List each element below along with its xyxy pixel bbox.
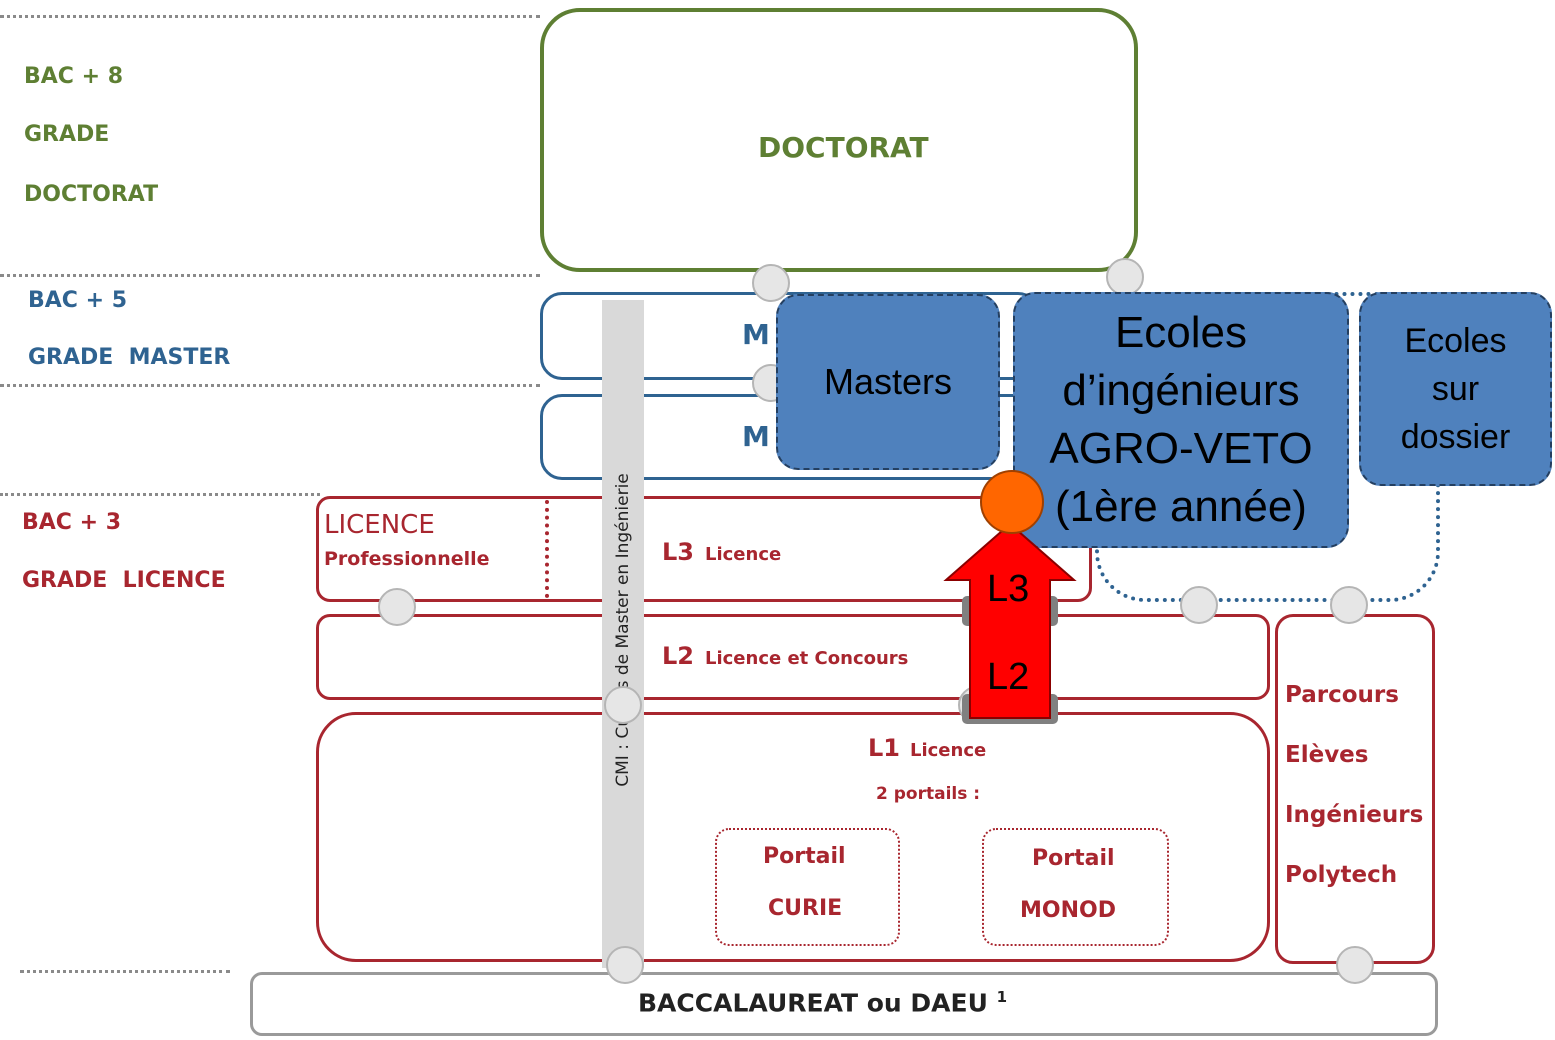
dossier-line-1: Ecoles xyxy=(1404,322,1507,360)
connector-doctorat-1 xyxy=(752,264,790,302)
arrow-label-l3: L3 xyxy=(987,568,1030,610)
connector-licence-pro xyxy=(378,588,416,626)
level-bac3: BAC + 3 xyxy=(22,510,121,535)
dossier-line-3: dossier xyxy=(1400,418,1511,456)
portails-label: 2 portails : xyxy=(876,784,981,804)
portail-monod-label-2: MONOD xyxy=(1020,898,1116,923)
connector-doctorat-2 xyxy=(1106,258,1144,296)
portail-curie-label-1: Portail xyxy=(763,844,846,869)
student-marker xyxy=(980,470,1044,534)
separator-bac5 xyxy=(0,274,540,277)
ingenieurs-line-4: (1ère année) xyxy=(1055,482,1307,531)
separator-master xyxy=(0,384,540,387)
l2-text: Licence et Concours xyxy=(705,648,909,669)
masters-callout: Masters xyxy=(776,294,1000,470)
bac-box xyxy=(250,972,1438,1036)
l3-code: L3 xyxy=(662,538,694,566)
cmi-label: CMI : Cursus de Master en Ingénierie xyxy=(613,473,633,787)
level-grade-doctorat-1: GRADE xyxy=(24,122,110,147)
progress-arrow-shape xyxy=(943,522,1077,719)
connector-l2-cmi xyxy=(604,686,642,724)
polytech-label-4: Polytech xyxy=(1285,862,1398,888)
connector-schools-1 xyxy=(1180,586,1218,624)
progress-arrow xyxy=(943,522,1077,719)
l1-code: L1 xyxy=(868,734,900,762)
l3-box xyxy=(316,496,1092,602)
level-bac5: BAC + 5 xyxy=(28,288,127,313)
separator-bac3 xyxy=(0,493,320,496)
l3-text: Licence xyxy=(705,544,782,565)
separator-top xyxy=(0,15,540,18)
licence-pro-label-1: LICENCE xyxy=(324,510,435,540)
masters-callout-text: Masters xyxy=(823,361,953,402)
ingenieurs-line-3: AGRO-VETO xyxy=(1049,424,1313,473)
cmi-bar xyxy=(602,300,644,968)
l1-box xyxy=(316,712,1270,962)
dossier-callout: Ecoles sur dossier xyxy=(1359,292,1552,486)
connector-bac-polytech xyxy=(1336,946,1374,984)
level-grade-licence: GRADE LICENCE xyxy=(22,568,226,593)
arrow-label-l2: L2 xyxy=(987,656,1030,698)
polytech-label-1: Parcours xyxy=(1285,682,1399,708)
portail-monod-box xyxy=(982,828,1169,946)
portail-monod-label-1: Portail xyxy=(1032,846,1115,871)
separator-bottom xyxy=(20,970,230,973)
master-2-label: M xyxy=(742,318,770,351)
licence-pro-label-2: Professionnelle xyxy=(324,548,490,570)
l1-text: Licence xyxy=(910,740,987,761)
doctorat-label: DOCTORAT xyxy=(758,131,929,164)
level-grade-master: GRADE MASTER xyxy=(28,345,231,370)
ingenieurs-callout: Ecoles d’ingénieurs AGRO-VETO (1ère anné… xyxy=(1013,292,1349,548)
portail-curie-label-2: CURIE xyxy=(768,896,843,921)
portail-curie-box xyxy=(715,828,900,946)
polytech-label-2: Elèves xyxy=(1285,742,1369,768)
l2-code: L2 xyxy=(662,642,694,670)
connector-bac-cmi xyxy=(606,946,644,984)
master-1-label: M xyxy=(742,420,770,453)
licence-pro-divider xyxy=(545,500,549,598)
level-grade-doctorat-2: DOCTORAT xyxy=(24,182,159,207)
polytech-box xyxy=(1275,614,1435,964)
level-bac8: BAC + 8 xyxy=(24,64,123,89)
connector-schools-2 xyxy=(1330,586,1368,624)
bac-label: BACCALAUREAT ou DAEU 1 xyxy=(638,988,1008,1018)
ingenieurs-line-2: d’ingénieurs xyxy=(1062,366,1300,415)
l2-box xyxy=(316,614,1270,700)
dossier-line-2: sur xyxy=(1431,370,1480,408)
doctorat-box xyxy=(540,8,1138,272)
polytech-label-3: Ingénieurs xyxy=(1285,802,1424,828)
ingenieurs-line-1: Ecoles xyxy=(1114,308,1248,357)
